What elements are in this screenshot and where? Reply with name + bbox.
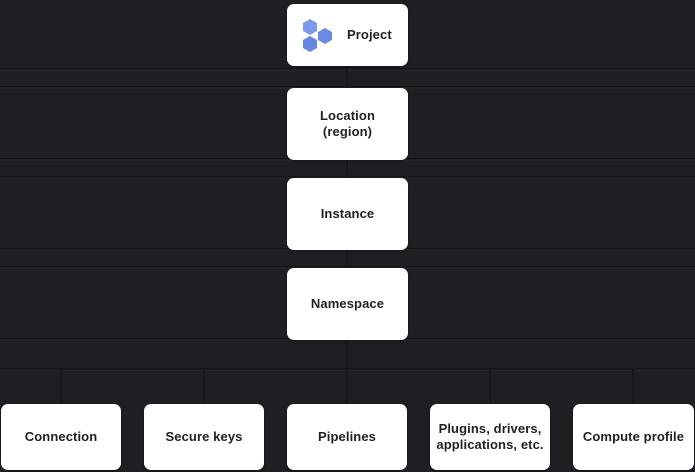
connector-location-instance [346, 156, 348, 178]
node-secure-keys[interactable]: Secure keys [144, 404, 264, 470]
node-project[interactable]: Project [287, 4, 408, 66]
connector-bus-connection [60, 368, 62, 404]
connector-bus-secure-keys [203, 368, 205, 404]
node-plugins-label: Plugins, drivers, applications, etc. [436, 420, 544, 452]
connector-bus-plugins [489, 368, 491, 404]
node-instance[interactable]: Instance [287, 178, 408, 250]
node-plugins[interactable]: Plugins, drivers, applications, etc. [430, 404, 550, 470]
node-connection-label: Connection [24, 428, 98, 444]
connector-bus-compute-profile [632, 368, 634, 404]
node-secure-keys-label: Secure keys [165, 428, 243, 444]
connector-instance-namespace [346, 246, 348, 268]
node-compute-profile-label: Compute profile [582, 428, 685, 444]
connector-namespace-bus [346, 336, 348, 368]
node-connection[interactable]: Connection [1, 404, 121, 470]
node-project-label: Project [347, 26, 392, 42]
node-pipelines-label: Pipelines [318, 428, 376, 444]
node-pipelines[interactable]: Pipelines [287, 404, 407, 470]
node-compute-profile[interactable]: Compute profile [573, 404, 694, 470]
node-location[interactable]: Location (region) [287, 88, 408, 160]
node-location-label: Location (region) [320, 107, 375, 139]
node-namespace[interactable]: Namespace [287, 268, 408, 340]
connector-project-location [346, 66, 348, 88]
connector-bus-pipelines [346, 368, 348, 404]
node-namespace-label: Namespace [310, 295, 385, 311]
node-instance-label: Instance [320, 205, 375, 221]
hexagon-cluster-icon [303, 19, 332, 52]
